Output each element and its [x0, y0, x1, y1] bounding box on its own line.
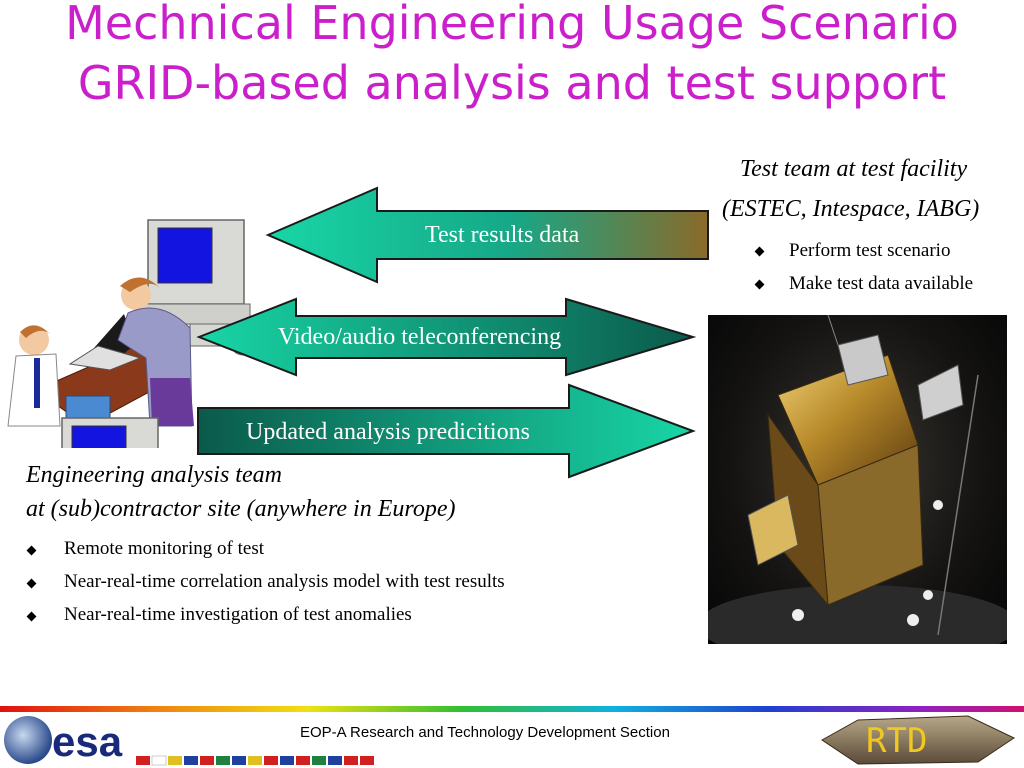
- engineering-team-bullet-text: Near-real-time investigation of test ano…: [64, 604, 412, 625]
- rtd-logo: RTD: [821, 715, 1016, 765]
- rtd-logo-text: RTD: [866, 721, 927, 761]
- engineering-team-heading-line2: at (sub)contractor site (anywhere in Eur…: [26, 496, 456, 522]
- arrowhead-stone-icon: [821, 715, 1016, 765]
- satellite-icon: [708, 315, 1007, 644]
- test-team-bullet-text: Perform test scenario: [789, 240, 951, 261]
- member-flags-icon: [136, 755, 374, 766]
- test-team-heading-line2: (ESTEC, Intespace, IABG): [722, 196, 980, 222]
- satellite-test-photo: [708, 315, 1007, 644]
- video-audio-label: Video/audio teleconferencing: [278, 324, 562, 350]
- test-results-arrow: [265, 186, 709, 284]
- engineering-team-bullet-text: Remote monitoring of test: [64, 538, 265, 559]
- computer-bottom-icon: [61, 417, 159, 448]
- esa-logo-text: esa: [52, 718, 123, 765]
- engineering-team-bullet-text: Near-real-time correlation analysis mode…: [64, 571, 505, 592]
- slide-title-line2: GRID-based analysis and test support: [77, 56, 947, 110]
- esa-logo: esa: [4, 716, 374, 766]
- diamond-bullet-icon: [754, 279, 765, 290]
- test-team-bullet-text: Make test data available: [789, 273, 974, 294]
- diamond-bullet-icon: [26, 578, 37, 589]
- diamond-bullet-icon: [26, 545, 37, 556]
- slide-title-line1: Mechnical Engineering Usage Scenario: [65, 0, 959, 50]
- footer-rainbow-divider: [0, 706, 1024, 712]
- esa-globe-icon: [4, 716, 52, 764]
- test-results-label: Test results data: [425, 222, 580, 248]
- diamond-bullet-icon: [754, 246, 765, 257]
- updated-analysis-label: Updated analysis predicitions: [246, 419, 530, 445]
- test-team-heading-line1: Test team at test facility: [740, 156, 968, 182]
- woman-figure-icon: [117, 277, 194, 427]
- video-audio-arrow: [196, 297, 696, 377]
- diamond-bullet-icon: [26, 611, 37, 622]
- updated-analysis-arrow: [197, 383, 696, 479]
- footer-section-text: EOP-A Research and Technology Developmen…: [300, 724, 670, 741]
- engineering-team-heading-line1: Engineering analysis team: [26, 462, 282, 488]
